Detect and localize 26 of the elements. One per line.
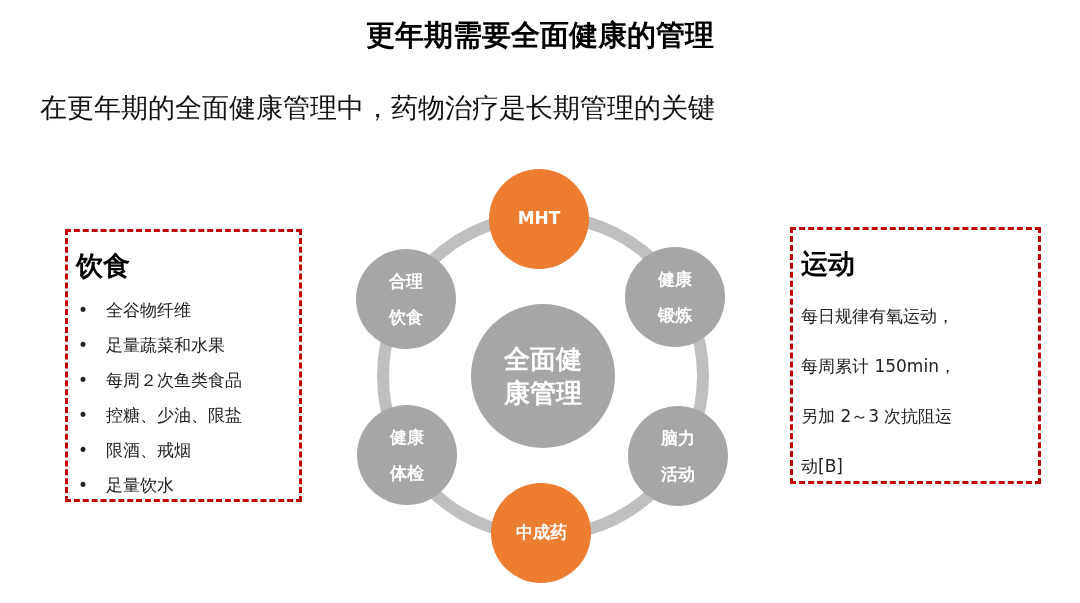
list-item: 足量蔬菜和水果 [106,333,227,357]
body-text: 每日规律有氧运动，每周累计 150min，另加 2～3 次抗阻运动[B] [801,304,957,478]
node-label: 中成药 [514,521,568,545]
list-item: 每周２次鱼类食品 [106,368,244,392]
node-label: 合理饮食 [387,270,424,329]
box-heading: 运动 [801,247,855,281]
node-label: 健康锻炼 [656,268,693,327]
node-label: 全面健康管理 [503,343,583,410]
bullet: • [78,368,89,392]
bullet: • [78,333,89,357]
bullet: • [78,438,89,462]
list-item: 足量饮水 [106,473,176,497]
list-item: 全谷物纤维 [106,298,193,322]
list-item: 限酒、戒烟 [106,438,193,462]
node-label: 脑力活动 [660,427,696,486]
node-label: 健康体检 [389,426,425,485]
bullet: • [78,403,89,427]
title: 更年期需要全面健康的管理 [366,17,714,54]
bullet: • [78,298,89,322]
dashed-box [65,229,302,502]
box-heading: 饮食 [76,249,130,283]
list-item: 控糖、少油、限盐 [106,403,244,427]
dashed-box [790,227,1041,484]
bullet: • [78,473,89,497]
node-label: MHT [516,207,562,231]
subtitle: 在更年期的全面健康管理中，药物治疗是长期管理的关键 [40,91,715,125]
